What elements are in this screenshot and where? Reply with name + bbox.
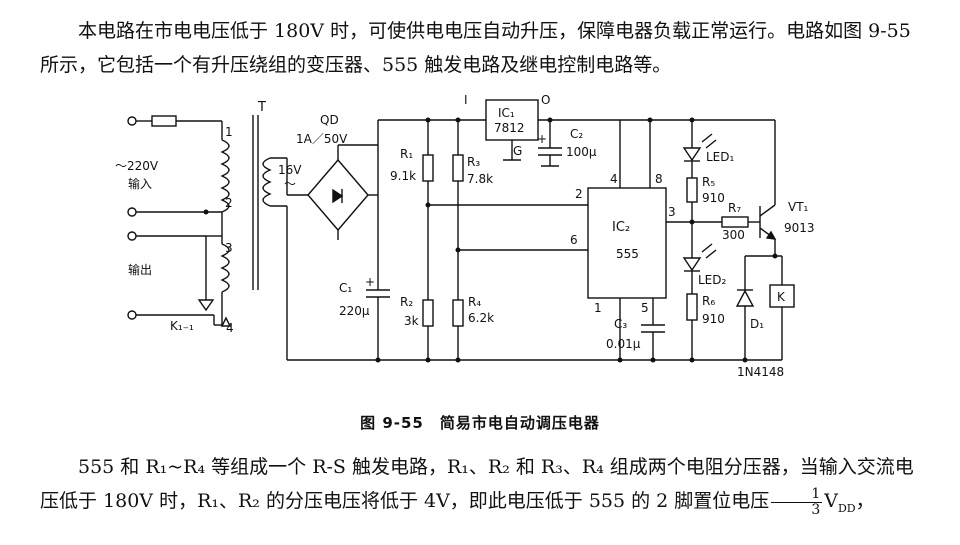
label-c3-value: 0.01μ — [606, 337, 641, 351]
label-pin8: 8 — [655, 172, 663, 186]
label-ic1-part: 7812 — [494, 121, 525, 135]
label-r7-value: 300 — [722, 228, 745, 242]
label-d1-part: 1N4148 — [737, 365, 784, 379]
label-vt1: VT₁ — [788, 200, 809, 214]
label-vt1-part: 9013 — [784, 221, 815, 235]
label-c2-value: 100μ — [566, 145, 597, 159]
label-pin4: 4 — [610, 172, 618, 186]
label-d1: D₁ — [750, 317, 764, 331]
label-transformer: T — [257, 100, 266, 115]
label-ic1: IC₁ — [498, 106, 515, 120]
terminal-out-2 — [127, 310, 137, 320]
label-qd-rating: 1A／50V — [296, 132, 348, 146]
label-ic2-part: 555 — [616, 247, 639, 261]
paragraph-explanation-end: ， — [855, 490, 875, 512]
label-r6-value: 910 — [702, 312, 725, 326]
label-ac-input-voltage: ～220V — [115, 159, 159, 173]
label-pin3: 3 — [668, 205, 676, 219]
label-r5: R₅ — [702, 175, 715, 189]
paragraph-explanation-body: 555 和 R₁~R₄ 等组成一个 R-S 触发电路，R₁、R₂ 和 R₃、R₄… — [40, 456, 914, 512]
label-k11: K₁₋₁ — [170, 319, 194, 333]
label-r4: R₄ — [468, 295, 481, 309]
label-r2: R₂ — [400, 295, 413, 309]
primary-winding — [220, 139, 230, 213]
divider-r3-r4 — [452, 120, 588, 363]
timer-555 — [587, 120, 692, 363]
paragraph-explanation: 555 和 R₁~R₄ 等组成一个 R-S 触发电路，R₁、R₂ 和 R₃、R₄… — [40, 450, 920, 526]
fraction-numerator: 1 — [771, 486, 823, 503]
terminal-out-1 — [127, 231, 137, 241]
divider-r1-r2 — [422, 120, 588, 363]
bridge-rectifier — [286, 144, 378, 360]
label-c1-plus: + — [365, 275, 375, 289]
led1 — [682, 147, 702, 162]
label-r1-value: 9.1k — [390, 169, 416, 183]
label-relay-k: K — [777, 290, 786, 304]
label-secondary-voltage: 16V — [278, 163, 302, 177]
label-r6: R₆ — [702, 294, 715, 308]
label-c1-value: 220μ — [339, 304, 370, 318]
secondary-winding — [262, 157, 272, 207]
label-pin5: 5 — [641, 301, 649, 315]
label-c1: C₁ — [339, 281, 352, 295]
terminal-in-1 — [127, 116, 137, 126]
label-winding-1: 1 — [225, 125, 233, 139]
label-pin2: 2 — [575, 187, 583, 201]
boost-winding — [220, 243, 230, 293]
led2 — [682, 257, 702, 272]
label-r5-value: 910 — [702, 191, 725, 205]
diode-d1 — [735, 289, 755, 307]
label-r1: R₁ — [400, 147, 413, 161]
label-pin-i: I — [464, 93, 468, 107]
figure-caption: 图 9-55 简易市电自动调压电器 — [360, 414, 600, 432]
fuse — [151, 115, 177, 127]
label-pin-o: O — [541, 93, 550, 107]
label-winding-3: 3 — [225, 241, 233, 255]
label-led2: LED₂ — [698, 273, 727, 287]
input-section — [127, 115, 287, 327]
label-r3-value: 7.8k — [467, 172, 493, 186]
label-r4-value: 6.2k — [468, 311, 494, 325]
label-pin-g: G — [513, 144, 522, 158]
label-pin6: 6 — [570, 233, 578, 247]
terminal-in-2 — [127, 207, 137, 217]
vdd-subscript: DD — [837, 501, 856, 515]
label-c3: C₃ — [614, 317, 627, 331]
label-winding-2: 2 — [225, 196, 233, 210]
power-rails — [287, 117, 745, 363]
fraction-denominator: 3 — [811, 501, 821, 518]
label-led1: LED₁ — [706, 150, 735, 164]
label-output: 输出 — [128, 262, 152, 277]
vdd-symbol: V — [824, 490, 838, 512]
label-secondary-tilde: ～ — [284, 177, 296, 191]
relay-contact-k11 — [197, 299, 215, 312]
label-c2: C₂ — [570, 127, 583, 141]
circuit-diagram: T ～220V 输入 输出 1 2 3 4 K₁₋₁ QD 1A／50V 16V… — [115, 93, 815, 379]
label-input: 输入 — [128, 176, 152, 191]
label-r7: R₇ — [728, 201, 741, 215]
relay-driver — [735, 120, 795, 363]
label-r2-value: 3k — [404, 314, 419, 328]
indicator-branch — [650, 117, 775, 363]
winding-tap-4 — [220, 316, 232, 327]
label-winding-4: 4 — [226, 321, 234, 335]
paragraph-intro: 本电路在市电电压低于 180V 时，可使供电电压自动升压，保障电器负载正常运行。… — [40, 20, 911, 76]
label-pin1: 1 — [594, 301, 602, 315]
label-c2-plus: + — [537, 132, 547, 146]
regulator-7812 — [485, 99, 653, 167]
label-r3: R₃ — [467, 155, 480, 169]
label-ic2: IC₂ — [612, 220, 630, 235]
label-qd: QD — [320, 113, 339, 127]
